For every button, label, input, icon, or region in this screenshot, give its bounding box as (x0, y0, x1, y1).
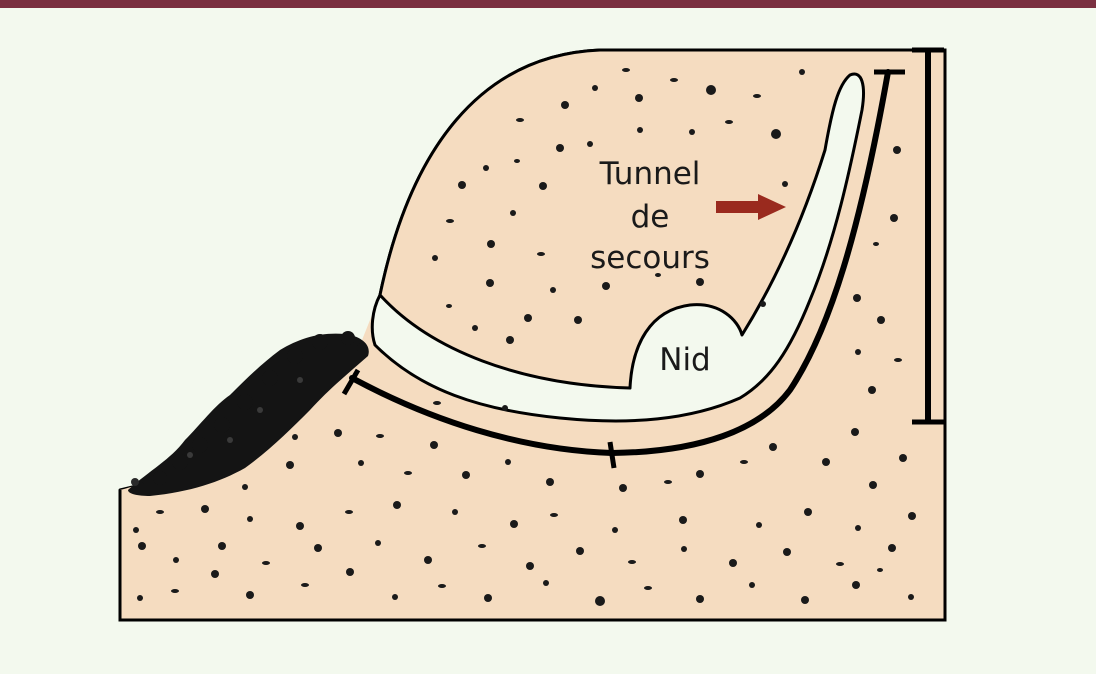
mound-outline (378, 48, 601, 296)
label-nid: Nid (659, 342, 711, 378)
soil-speckles (133, 68, 916, 606)
tunnel-wall-start-tick (341, 368, 361, 396)
soil-mound (120, 50, 945, 620)
tunnel-cavity (370, 72, 865, 423)
soil-outline (118, 48, 947, 622)
tunnel-wall (349, 69, 891, 457)
tunnel-wall-mid-tick (607, 441, 617, 469)
label-tunnel-line3: secours (590, 240, 710, 276)
spoil-heap (128, 331, 369, 496)
top-border (0, 0, 1096, 8)
label-tunnel-line2: de (630, 199, 670, 235)
right-arrow-icon (716, 194, 786, 220)
label-tunnel-line1: Tunnel (599, 156, 701, 192)
